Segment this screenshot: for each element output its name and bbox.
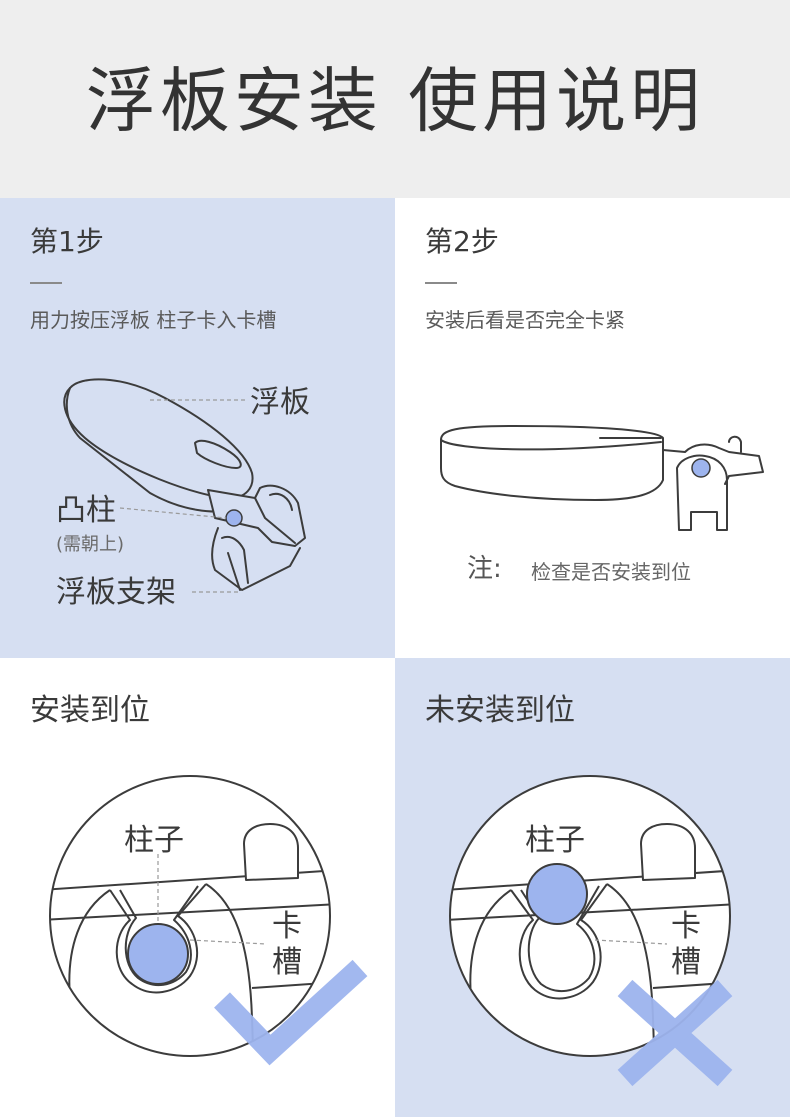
step2-title: 第2步 (425, 225, 499, 258)
not-installed-illustration (449, 775, 733, 1087)
installed-title: 安装到位 (30, 693, 150, 728)
not-installed-label-post: 柱子 (525, 823, 585, 858)
not-installed-label-slot-2: 槽 (671, 945, 701, 980)
step1-description: 用力按压浮板 柱子卡入卡槽 (30, 308, 277, 332)
not-installed-label-slot-1: 卡 (671, 909, 701, 944)
slot-outline-b (510, 883, 608, 1000)
not-installed-panel: 未安装到位 柱子 卡 槽 (395, 658, 790, 1117)
post-leader (119, 507, 227, 519)
label-post-note: (需朝上) (56, 534, 125, 555)
float-board-side (440, 425, 664, 501)
installed-panel: 安装到位 柱子 卡 槽 (0, 658, 395, 1117)
step2-panel: 第2步 安装后看是否完全卡紧 注: 检查是否安装到位 (395, 198, 790, 658)
step2-description: 安装后看是否完全卡紧 (425, 308, 625, 332)
latch-peg-b (640, 823, 696, 881)
step2-illustration (440, 425, 764, 531)
latch-peg (243, 823, 299, 881)
float-board-shape (63, 378, 254, 499)
header: 浮板安装 使用说明 (0, 0, 790, 198)
check-icon (214, 959, 368, 1066)
post-dot-installed (127, 923, 189, 985)
bracket-post-frame (676, 454, 728, 531)
label-float: 浮板 (250, 385, 310, 420)
step2-divider (425, 282, 457, 284)
step1-divider (30, 282, 62, 284)
step1-title: 第1步 (30, 225, 104, 258)
not-installed-title: 未安装到位 (425, 693, 575, 728)
installed-illustration (49, 775, 368, 1066)
slot-outline (109, 883, 207, 994)
post-dot-step2 (691, 458, 711, 478)
step1-illustration (63, 378, 306, 593)
step1-panel: 第1步 用力按压浮板 柱子卡入卡槽 浮板 凸柱 (需朝上) 浮板支架 (0, 198, 395, 658)
note-text: 检查是否安装到位 (531, 560, 691, 584)
label-bracket: 浮板支架 (56, 575, 176, 610)
installed-label-post: 柱子 (124, 823, 184, 858)
installed-label-slot-1: 卡 (272, 909, 302, 944)
label-post: 凸柱 (56, 493, 116, 528)
cross-icon (617, 979, 733, 1087)
note-key: 注: (467, 554, 502, 584)
installed-label-slot-2: 槽 (272, 945, 302, 980)
float-board-slot (194, 439, 242, 469)
post-dot-not-installed (526, 863, 588, 925)
page-title: 浮板安装 使用说明 (85, 60, 705, 142)
post-dot (225, 509, 243, 527)
